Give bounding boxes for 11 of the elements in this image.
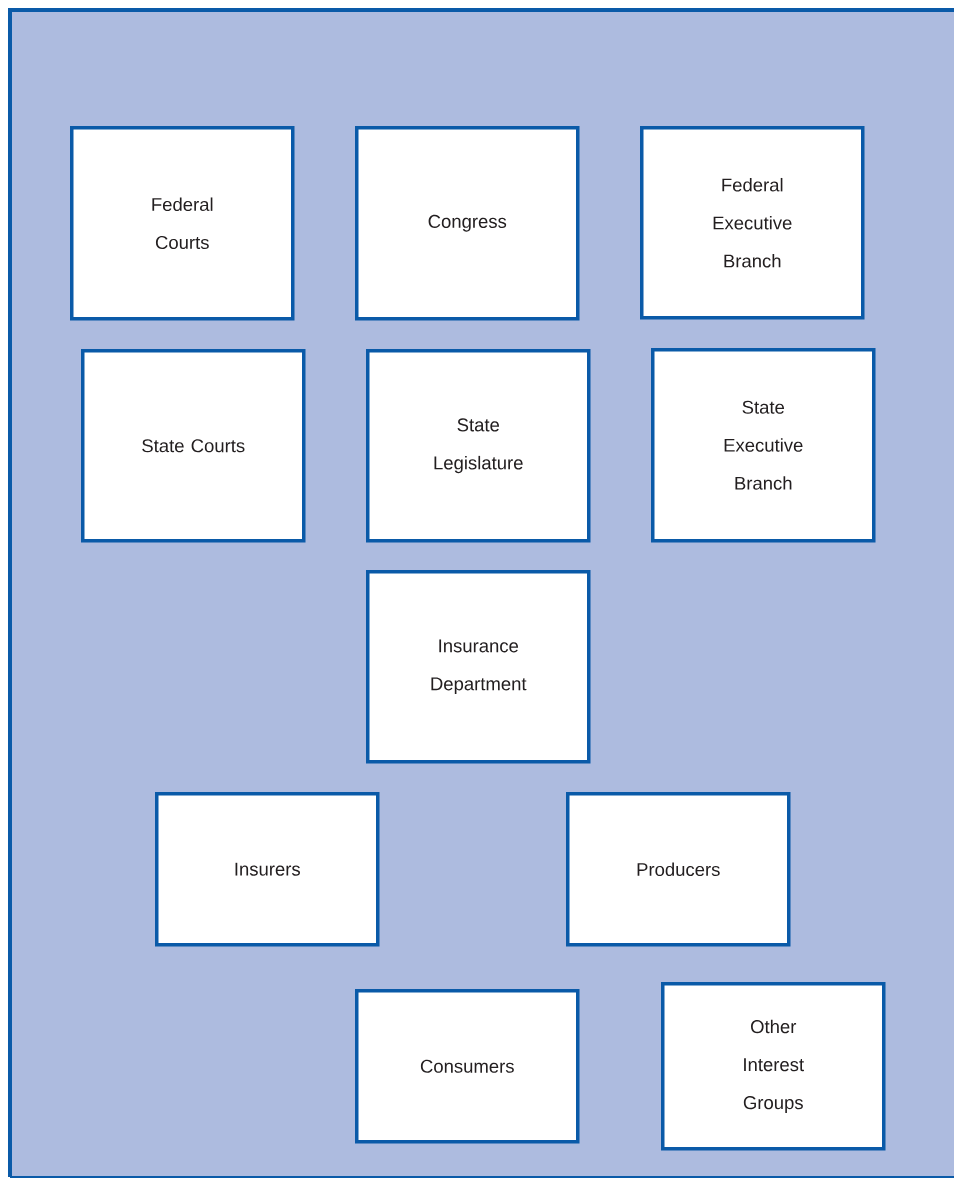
text-box: Producers	[566, 792, 791, 947]
text-box: Federal Courts	[70, 126, 295, 321]
text-box: State Executive Branch	[651, 348, 876, 543]
text-box: Federal Executive Branch	[640, 126, 865, 320]
text-box: Other Interest Groups	[661, 982, 886, 1151]
text-box: Congress	[355, 126, 580, 321]
text-box: State Legislature	[366, 349, 591, 543]
text-box: Insurers	[155, 792, 380, 947]
text-box: State Courts	[81, 349, 306, 543]
text-box: Consumers	[355, 989, 580, 1144]
text-box: Insurance Department	[366, 570, 591, 764]
